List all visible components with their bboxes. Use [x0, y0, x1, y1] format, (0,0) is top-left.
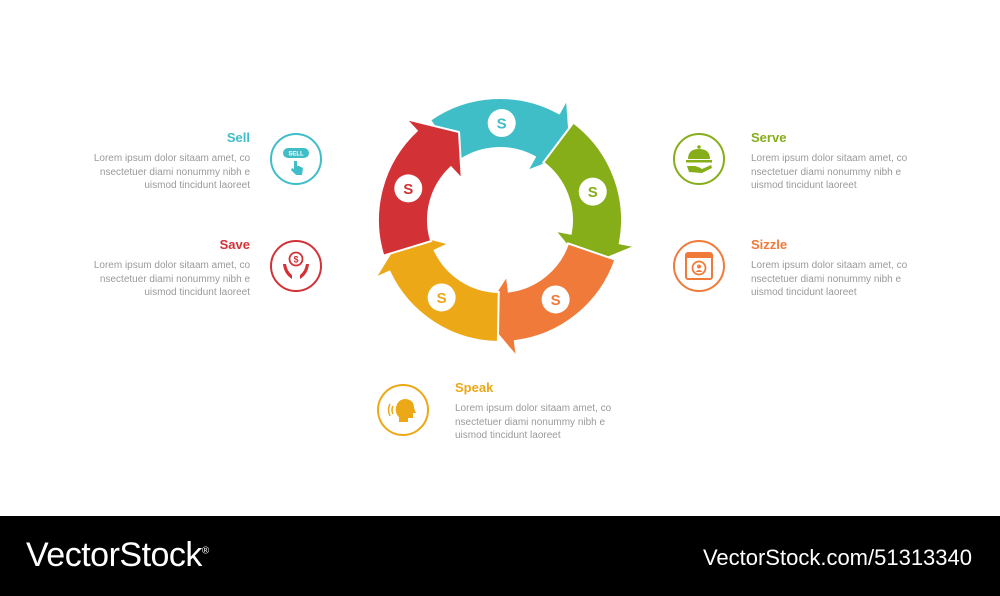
image-credit: VectorStock.com/51313340 [702, 545, 972, 570]
browser-profile-icon [673, 240, 725, 292]
sizzle-desc-line: uismod tincidunt laoreet [751, 287, 857, 298]
cycle-label-badge-sell [487, 109, 516, 138]
cycle-label-save: S [403, 181, 413, 198]
speaking-head-icon [377, 384, 429, 436]
sizzle-item: Sizzle Lorem ipsum dolor sitaam amet, co… [751, 237, 921, 300]
cycle-label-speak: S [437, 290, 447, 307]
speak-desc-line: uismod tincidunt laoreet [455, 430, 561, 441]
save-desc-line: nsectetuer diami nonummy nibh e [99, 273, 250, 285]
sizzle-desc-line: Lorem ipsum dolor sitaam amet, co [751, 260, 908, 271]
sizzle-description: Lorem ipsum dolor sitaam amet, co nsecte… [751, 259, 921, 300]
sizzle-desc-line: nsectetuer diami nonummy nibh e [751, 273, 902, 285]
sizzle-title: Sizzle [751, 237, 788, 252]
cycle-label-sizzle: S [551, 292, 561, 309]
sell-badge-text: SELL [288, 152, 304, 158]
save-description: Lorem ipsum dolor sitaam amet, co nsecte… [80, 259, 250, 300]
cycle-label-sell: S [497, 116, 507, 133]
cycle-label-badge-speak [427, 283, 456, 312]
infographic: S S S S S Sell Lorem ipsum dolor sitaam amet… [80, 95, 921, 443]
speak-item: Speak Lorem ipsum dolor sitaam amet, co … [455, 380, 625, 443]
speak-desc-line: Lorem ipsum dolor sitaam amet, co [455, 403, 612, 414]
sell-button-hand-icon: SELL [270, 133, 322, 185]
sell-title: Sell [226, 130, 250, 145]
speak-title: Speak [455, 380, 494, 395]
serve-title: Serve [751, 130, 787, 145]
save-coin-symbol: $ [293, 255, 298, 265]
cycle-label-badge-sizzle [541, 285, 570, 314]
hands-coin-icon: $ [270, 240, 322, 292]
registered-mark: ® [201, 545, 209, 557]
speak-desc-line: nsectetuer diami nonummy nibh e [455, 416, 606, 428]
serve-item: Serve Lorem ipsum dolor sitaam amet, co … [751, 130, 921, 193]
sell-desc-line: Lorem ipsum dolor sitaam amet, co [93, 153, 250, 164]
save-desc-line: uismod tincidunt laoreet [144, 287, 250, 298]
cycle-label-serve: S [588, 184, 598, 201]
cycle-label-badge-serve [578, 177, 607, 206]
serving-cloche-icon [673, 133, 725, 185]
cycle-diagram: S S S S S [372, 95, 639, 361]
serve-desc-line: nsectetuer diami nonummy nibh e [751, 166, 902, 178]
cycle-label-badge-save [394, 174, 423, 203]
save-title: Save [219, 237, 250, 252]
serve-desc-line: Lorem ipsum dolor sitaam amet, co [751, 153, 908, 164]
watermark-footer: VectorStock® VectorStock.com/51313340 [0, 516, 1000, 596]
save-item: Save Lorem ipsum dolor sitaam amet, co n… [80, 237, 250, 300]
sell-description: Lorem ipsum dolor sitaam amet, co nsecte… [80, 152, 250, 193]
sell-item: Sell Lorem ipsum dolor sitaam amet, co n… [80, 130, 250, 193]
vectorstock-logo: VectorStock® [26, 536, 209, 575]
save-desc-line: Lorem ipsum dolor sitaam amet, co [93, 260, 250, 271]
serve-description: Lorem ipsum dolor sitaam amet, co nsecte… [751, 152, 921, 193]
speak-description: Lorem ipsum dolor sitaam amet, co nsecte… [455, 402, 625, 443]
brand-name: VectorStock [26, 536, 202, 574]
sell-desc-line: nsectetuer diami nonummy nibh e [99, 166, 250, 178]
sell-desc-line: uismod tincidunt laoreet [144, 180, 250, 191]
serve-desc-line: uismod tincidunt laoreet [751, 180, 857, 191]
